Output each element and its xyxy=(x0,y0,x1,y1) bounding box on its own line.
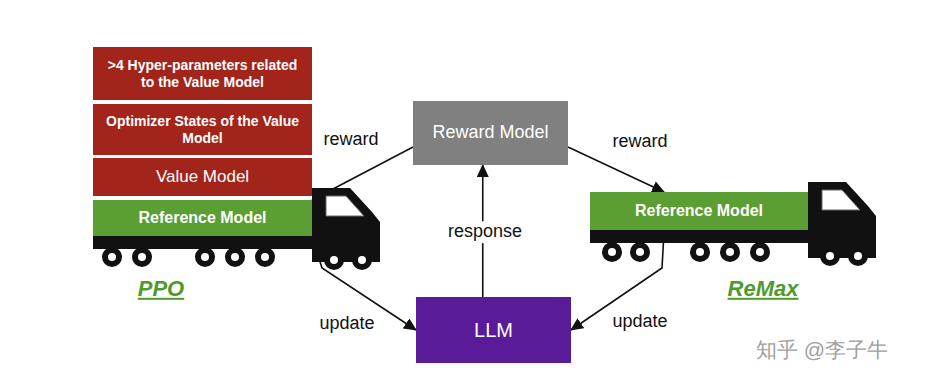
truck-cab xyxy=(808,182,876,258)
wheel xyxy=(750,242,770,262)
wheel xyxy=(255,247,275,267)
box-label: Reference Model xyxy=(635,201,763,220)
wheel-hub xyxy=(108,253,116,261)
wheel-hub xyxy=(261,253,269,261)
wheel xyxy=(324,250,344,270)
wheel-hub xyxy=(138,253,146,261)
edge-label: reward xyxy=(609,131,670,153)
box-label: LLM xyxy=(474,318,513,342)
box-label: Optimizer States of the Value Model xyxy=(101,113,304,147)
wheel-hub xyxy=(330,256,338,264)
cab-window xyxy=(326,196,364,216)
wheel-hub xyxy=(696,248,704,256)
wheel-hub xyxy=(201,253,209,261)
wheel-hub xyxy=(231,253,239,261)
wheel xyxy=(352,250,372,270)
algorithm-name: PPO xyxy=(138,276,184,302)
wheel-hub xyxy=(854,252,862,260)
edge-label: reward xyxy=(320,129,381,151)
wheel-hub xyxy=(358,256,366,264)
wheel-hub xyxy=(608,248,616,256)
reference-model-box: Reference Model xyxy=(590,192,808,230)
connector-arrow xyxy=(568,147,664,192)
wheel-hub xyxy=(826,252,834,260)
edge-label: update xyxy=(316,313,377,335)
truck-cab xyxy=(312,188,380,262)
wheel xyxy=(848,246,868,266)
ppo-truck xyxy=(93,188,380,270)
box-label: >4 Hyper-parameters related to the Value… xyxy=(101,57,304,91)
wheel xyxy=(102,247,122,267)
wheel xyxy=(690,242,710,262)
optimizer-box: Optimizer States of the Value Model xyxy=(93,104,312,155)
wheel-hub xyxy=(756,248,764,256)
wheel xyxy=(132,247,152,267)
reference-model-box: Reference Model xyxy=(93,200,312,236)
edge-label: update xyxy=(609,311,670,333)
wheel-hub xyxy=(636,248,644,256)
wheel xyxy=(720,242,740,262)
watermark: 知乎 @李子牛 xyxy=(756,337,888,362)
wheel xyxy=(195,247,215,267)
box-label: Reward Model xyxy=(432,122,548,144)
wheel xyxy=(820,246,840,266)
remax-truck xyxy=(590,182,876,266)
value-model-box: Value Model xyxy=(93,158,312,196)
llm-box: LLM xyxy=(416,297,571,363)
reward-model-box: Reward Model xyxy=(413,101,568,165)
algorithm-name: ReMax xyxy=(728,276,799,302)
cab-window xyxy=(822,190,860,210)
wheel xyxy=(602,242,622,262)
value-config-box: >4 Hyper-parameters related to the Value… xyxy=(93,47,312,100)
wheel-hub xyxy=(726,248,734,256)
edge-label: response xyxy=(445,221,525,243)
box-label: Reference Model xyxy=(138,208,266,227)
wheel xyxy=(630,242,650,262)
wheel xyxy=(225,247,245,267)
truck-deck xyxy=(590,230,812,243)
box-label: Value Model xyxy=(156,167,249,187)
